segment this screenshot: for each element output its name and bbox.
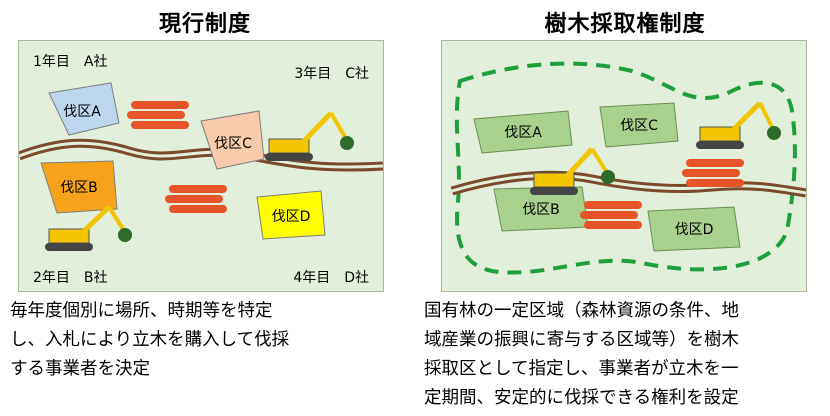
harvesting-right-panel: 伐区A 伐区C 伐区B 伐区D: [441, 40, 807, 292]
log-pile-icon: [580, 201, 642, 229]
log-pile-icon: [127, 101, 189, 129]
right-caption: 国有林の一定区域（森林資源の条件、地 域産業の振興に寄与する区域等）を樹木 採取…: [424, 297, 830, 413]
left-caption: 毎年度個別に場所、時期等を特定 し、入札により立木を購入して伐採 する事業者を決…: [10, 297, 410, 384]
boundary-dashed-line: [454, 61, 797, 275]
right-caption-line: 定期間、安定的に伐採できる権利を設定: [424, 388, 739, 408]
right-caption-line: 国有林の一定区域（森林資源の条件、地: [424, 301, 739, 321]
current-system-panel: 1年目 A社 3年目 C社 2年目 B社 4年目 D社 伐区A 伐区B 伐区C …: [18, 40, 384, 292]
log-pile-icon: [165, 185, 227, 213]
right-title: 樹木採取権制度: [544, 12, 706, 37]
plot-c: 伐区C: [620, 118, 658, 134]
label-year3: 3年目 C社: [294, 66, 369, 82]
left-caption-line: する事業者を決定: [10, 359, 150, 379]
left-caption-line: し、入札により立木を購入して伐採: [10, 330, 290, 350]
label-year2: 2年目 B社: [33, 270, 108, 286]
plot-d-shape: [647, 206, 741, 252]
plot-d: 伐区D: [674, 222, 714, 238]
plot-a-shape: [48, 82, 120, 136]
right-caption-line: 域産業の振興に寄与する区域等）を樹木: [424, 330, 739, 350]
plot-c-shape: [599, 102, 679, 148]
excavator-icon: [45, 205, 132, 251]
right-caption-line: 採取区として指定し、事業者が立木を一: [424, 359, 739, 379]
left-caption-line: 毎年度個別に場所、時期等を特定: [10, 301, 273, 321]
plot-c-shape: [200, 110, 265, 170]
label-year1: 1年目 A社: [33, 54, 108, 70]
plot-c: 伐区C: [214, 136, 252, 152]
plot-b: 伐区B: [522, 202, 560, 218]
right-panel-graphics: [450, 61, 806, 275]
plot-a: 伐区A: [63, 104, 101, 120]
log-pile-icon: [682, 159, 744, 187]
plot-b-shape: [40, 160, 118, 214]
plot-a-shape: [473, 110, 573, 154]
plot-a: 伐区A: [504, 125, 542, 141]
plot-d: 伐区D: [271, 209, 311, 225]
left-panel-graphics: [19, 82, 383, 251]
excavator-icon: [265, 111, 354, 161]
plot-d-shape: [256, 190, 326, 240]
plot-b: 伐区B: [60, 180, 98, 196]
label-year4: 4年目 D社: [293, 270, 369, 286]
excavator-icon: [530, 147, 615, 195]
excavator-icon: [696, 101, 781, 149]
left-title: 現行制度: [158, 12, 251, 37]
